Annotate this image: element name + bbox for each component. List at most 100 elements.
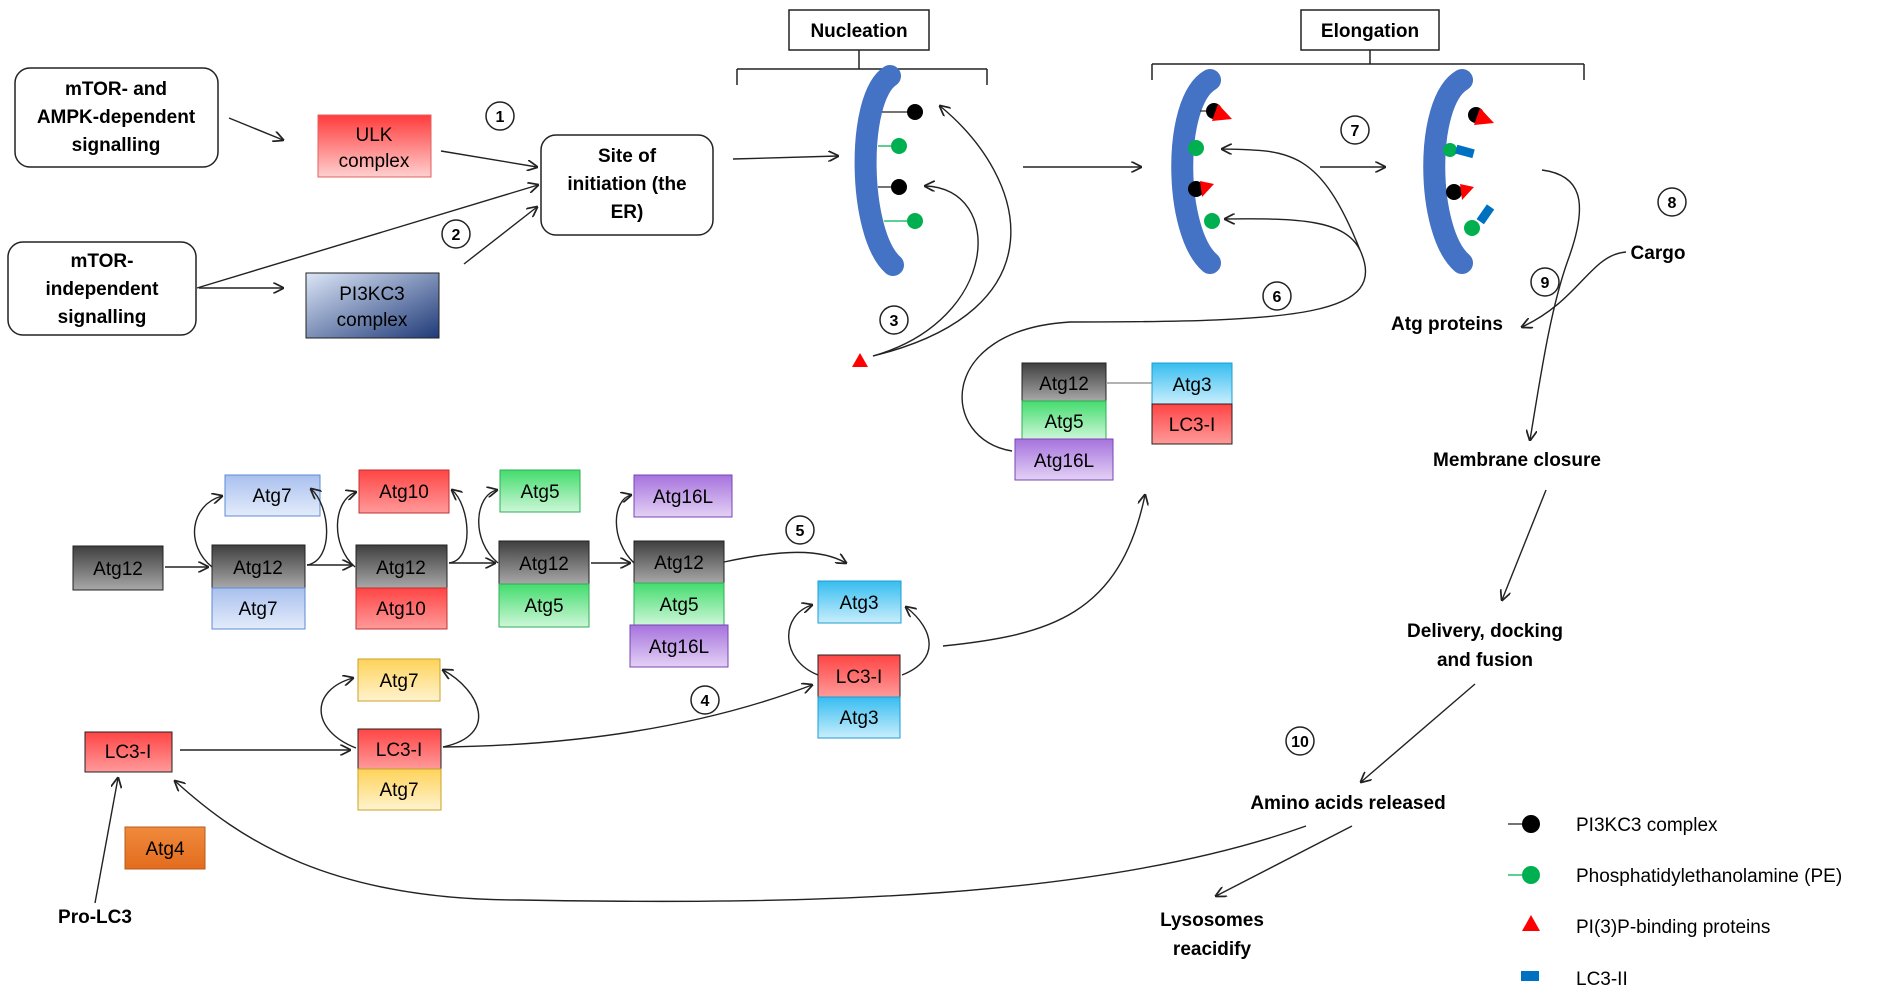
- svg-text:8: 8: [1668, 195, 1677, 212]
- step-8-marker: 8: [1657, 187, 1687, 217]
- atg12-atg5-complex: Atg12 Atg5: [498, 540, 590, 628]
- svg-text:2: 2: [452, 227, 461, 244]
- svg-text:LC3-II: LC3-II: [1576, 969, 1628, 990]
- pi3kc3-dot-icon: [1188, 181, 1204, 197]
- atg7-box: Atg7: [224, 474, 321, 517]
- mtor-ampk-line3: signalling: [72, 135, 161, 156]
- mtor-independent-signalling-box: mTOR- independent signalling: [7, 241, 197, 336]
- svg-text:4: 4: [701, 693, 710, 710]
- final-atg5-box: Atg5: [1021, 400, 1107, 440]
- ulk-complex-box: ULK complex: [317, 114, 432, 178]
- mtor-ampk-line1: mTOR- and: [65, 79, 167, 100]
- atg4-box: Atg4: [124, 826, 206, 870]
- svg-text:Atg12: Atg12: [654, 553, 704, 574]
- legend: PI3KC3 complex Phosphatidylethanolamine …: [1508, 815, 1842, 990]
- pi3p-triangle-icon: [1212, 104, 1232, 121]
- svg-text:Atg7: Atg7: [252, 486, 291, 507]
- pi3kc3-dot-icon: [891, 179, 907, 195]
- svg-text:Atg10: Atg10: [379, 482, 429, 503]
- site-line1: Site of: [598, 146, 657, 167]
- mtor-ampk-line2: AMPK-dependent: [37, 107, 196, 128]
- pi3kc3-dot-icon: [1446, 184, 1462, 200]
- svg-text:Atg12: Atg12: [376, 558, 426, 579]
- lc3ii-bar-icon: [1455, 144, 1475, 159]
- svg-text:PI(3)P-binding proteins: PI(3)P-binding proteins: [1576, 917, 1770, 938]
- step-9-marker: 9: [1530, 267, 1560, 297]
- svg-text:9: 9: [1541, 275, 1550, 292]
- svg-text:1: 1: [496, 109, 505, 126]
- nucleation-bracket: [736, 50, 988, 85]
- legend-item-lc3ii: LC3-II: [1521, 969, 1628, 990]
- step6-arrows: [961, 149, 1367, 452]
- mtor-indep-line1: mTOR-: [71, 251, 134, 272]
- cargo-label: Cargo: [1631, 243, 1686, 264]
- svg-text:LC3-I: LC3-I: [836, 667, 882, 688]
- svg-text:Atg7: Atg7: [238, 599, 277, 620]
- lysosomes-label: Lysosomes reacidify: [1160, 910, 1264, 960]
- pi3p-triangle-icon: [852, 353, 868, 367]
- elongation-bracket: [1151, 50, 1585, 80]
- svg-text:7: 7: [1351, 123, 1360, 140]
- elongation-membrane-1: [1171, 69, 1232, 274]
- svg-text:Atg5: Atg5: [520, 482, 559, 503]
- atg12-cascade: Atg12 Atg7 Atg12 Atg7 Atg10 Atg12 Atg10 …: [72, 469, 733, 668]
- step-markers: 1 2 3 4 5 6 7 8 9 10: [441, 101, 1687, 756]
- membrane-closure-label: Membrane closure: [1433, 450, 1601, 471]
- pi3p-triangle-icon: [1200, 181, 1214, 197]
- site-of-initiation-box: Site of initiation (the ER): [540, 134, 714, 236]
- pe-dot-icon: [1204, 213, 1220, 229]
- svg-text:Atg3: Atg3: [839, 593, 878, 614]
- svg-text:Atg16L: Atg16L: [1034, 451, 1094, 472]
- svg-text:reacidify: reacidify: [1173, 939, 1252, 960]
- mtor-indep-line3: signalling: [58, 307, 147, 328]
- nucleation-stage-label: Nucleation: [788, 9, 930, 51]
- step-6-marker: 6: [1262, 281, 1292, 311]
- svg-text:Atg7: Atg7: [379, 671, 418, 692]
- svg-text:Amino acids released: Amino acids released: [1250, 793, 1445, 814]
- closure-flow-arrows: [175, 489, 1547, 903]
- lc3-cascade-arrows: [94, 495, 1145, 904]
- step-3-marker: 3: [879, 305, 909, 335]
- site-line2: initiation (the: [567, 174, 686, 195]
- ulk-line2: complex: [339, 151, 410, 172]
- nucleation-label: Nucleation: [810, 21, 907, 42]
- lc3-cascade: LC3-I Atg4 Pro-LC3 Atg7 LC3-I Atg7 Atg3 …: [58, 580, 902, 928]
- black-circle-icon: [1522, 815, 1540, 833]
- legend-item-pi3p: PI(3)P-binding proteins: [1522, 915, 1770, 938]
- svg-text:3: 3: [890, 313, 899, 330]
- red-triangle-icon: [1522, 915, 1540, 931]
- ulk-line1: ULK: [356, 125, 393, 146]
- elongation-membrane-2: [1423, 69, 1495, 274]
- svg-text:Atg3: Atg3: [1172, 375, 1211, 396]
- atg12-cascade-arrows: [165, 489, 846, 567]
- amino-acids-label: Amino acids released: [1250, 793, 1445, 814]
- legend-item-pi3kc3: PI3KC3 complex: [1508, 815, 1718, 836]
- delivery-label: Delivery, docking and fusion: [1407, 621, 1563, 671]
- svg-text:10: 10: [1291, 734, 1309, 751]
- svg-text:Atg10: Atg10: [376, 599, 426, 620]
- step-5-marker: 5: [785, 515, 815, 545]
- elongation-label: Elongation: [1321, 21, 1419, 42]
- pi3kc3-complex-box: PI3KC3 complex: [305, 272, 440, 339]
- atg12-box: Atg12: [72, 545, 164, 591]
- mtor-indep-line2: independent: [46, 279, 160, 300]
- final-lc3i-box: LC3-I: [1151, 403, 1233, 445]
- pi3p-triangle-icon: [1460, 184, 1474, 200]
- svg-text:Lysosomes: Lysosomes: [1160, 910, 1264, 931]
- svg-text:Atg5: Atg5: [1044, 412, 1083, 433]
- final-atg12-box: Atg12: [1021, 362, 1107, 402]
- atg10-box: Atg10: [358, 469, 450, 514]
- svg-text:6: 6: [1273, 289, 1282, 306]
- svg-text:Atg3: Atg3: [839, 708, 878, 729]
- svg-text:Atg16L: Atg16L: [653, 487, 713, 508]
- atg12-atg5-atg16l-complex: Atg12 Atg5 Atg16L: [629, 540, 729, 668]
- pi3p-source-triangle: [852, 353, 868, 367]
- svg-text:Atg7: Atg7: [379, 780, 418, 801]
- atg16l-box: Atg16L: [633, 474, 733, 518]
- green-circle-icon: [1522, 866, 1540, 884]
- pro-lc3-label: Pro-LC3: [58, 907, 132, 928]
- atg5-box: Atg5: [499, 469, 581, 513]
- pi3kc3-line1: PI3KC3: [339, 284, 404, 305]
- atg12-atg10-complex: Atg12 Atg10: [355, 544, 448, 630]
- svg-text:Pro-LC3: Pro-LC3: [58, 907, 132, 928]
